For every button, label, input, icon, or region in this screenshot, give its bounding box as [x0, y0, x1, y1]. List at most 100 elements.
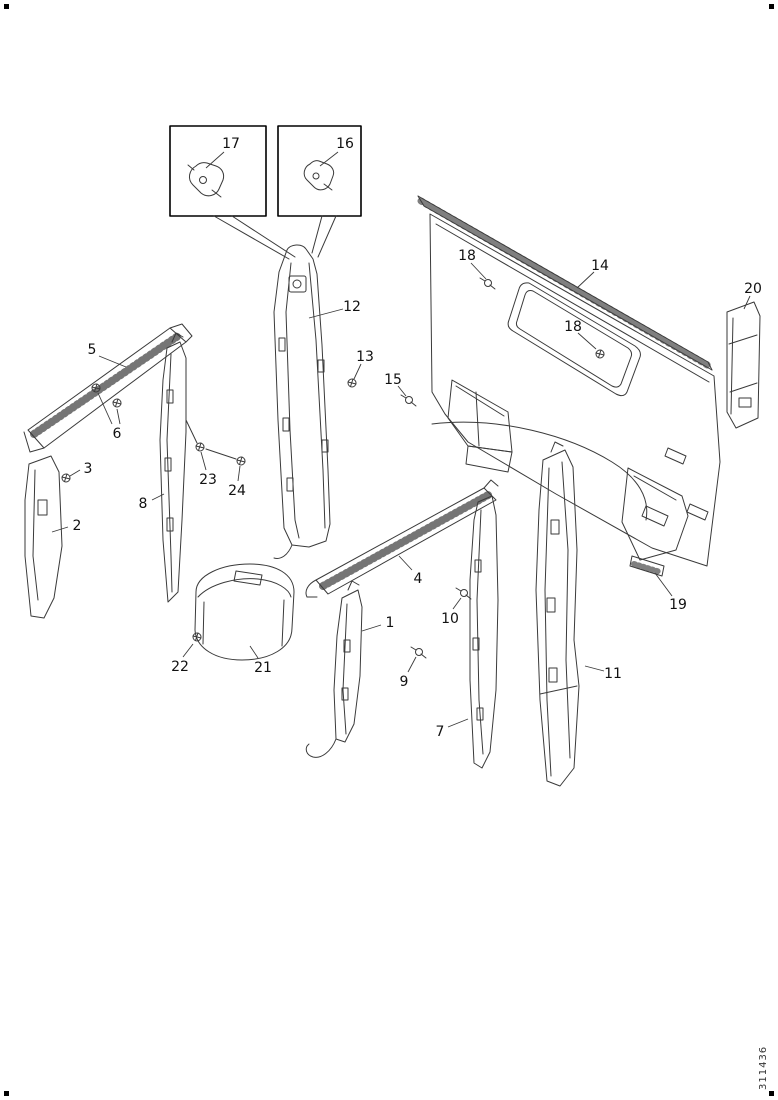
- slot: [474, 559, 482, 573]
- inner-line: [435, 223, 710, 383]
- callout-label-16: 16: [336, 136, 354, 152]
- crop-mark: [4, 1091, 9, 1096]
- callout-leader-6: [97, 392, 113, 425]
- top-tab: [347, 580, 360, 591]
- outline: [429, 213, 721, 567]
- callout-leader-10: [452, 597, 462, 610]
- callout-leader-16: [319, 151, 339, 167]
- crop-mark: [769, 1091, 774, 1096]
- callout-leader-22: [182, 643, 194, 658]
- slot: [548, 667, 558, 683]
- callout-leader-23: [200, 451, 207, 471]
- callout-label-2: 2: [73, 518, 82, 534]
- top-rail-ends: [417, 195, 713, 371]
- callout-leader-13: [353, 363, 362, 380]
- crop-mark: [4, 4, 9, 9]
- clip-mount: [288, 275, 307, 293]
- top-tab: [171, 332, 184, 343]
- callout-leader-9: [407, 656, 417, 673]
- slot: [738, 397, 752, 408]
- part-12-pillar-trim: [273, 244, 331, 559]
- part-1-pillar-trim: [305, 580, 363, 758]
- end-details: [305, 479, 499, 598]
- callout-leader-18: [577, 332, 597, 350]
- callout-leader-6: [116, 408, 121, 425]
- outline: [333, 589, 363, 743]
- callout-label-19: 19: [669, 597, 687, 613]
- callout-label-3: 3: [84, 461, 93, 477]
- seam-line: [539, 685, 578, 695]
- clip-icon: [400, 394, 417, 407]
- callout-label-22: 22: [171, 659, 189, 675]
- callout-label-10: 10: [441, 611, 459, 627]
- slot: [476, 707, 484, 721]
- slot: [341, 687, 349, 701]
- callout-leader-1: [361, 624, 382, 632]
- fastener-18: [595, 349, 605, 359]
- callout-label-21: 21: [254, 660, 272, 676]
- inner-line: [285, 262, 300, 539]
- callout-leader-14: [576, 271, 595, 289]
- callout-label-5: 5: [88, 342, 97, 358]
- part-13-clip: [347, 378, 357, 388]
- edge-slots: [664, 447, 709, 521]
- callout-leader-7: [447, 718, 469, 728]
- slot: [282, 417, 290, 432]
- screw-icon: [61, 473, 71, 483]
- part-21-console-box: [194, 563, 295, 661]
- top-face-line: [197, 578, 292, 598]
- callout-label-15: 15: [384, 372, 402, 388]
- clip-mount-hole: [292, 279, 302, 289]
- callout-label-6: 6: [113, 426, 122, 442]
- screw-icon: [195, 442, 205, 452]
- part-11-pillar-trim: [535, 441, 580, 787]
- slot: [317, 359, 325, 373]
- part-4-sill-trim: [305, 479, 499, 598]
- inner-line: [476, 509, 484, 755]
- callout-leader-20: [743, 295, 751, 310]
- clip-17-tail: [187, 164, 222, 198]
- clip-17-drawing: [188, 162, 225, 197]
- callout-label-11: 11: [604, 666, 622, 682]
- part-15-clip: [400, 394, 417, 407]
- clip-17-hole: [199, 176, 207, 184]
- callout-leader-15: [397, 385, 407, 397]
- callout-leader-11: [584, 665, 605, 672]
- outline: [469, 495, 499, 769]
- assembly-line: [185, 419, 237, 460]
- part-2-a-pillar-lower-trim: [24, 455, 63, 619]
- callout-leader-8: [151, 493, 165, 501]
- outline: [194, 563, 295, 661]
- inner-line: [32, 469, 39, 601]
- callout-leader-19: [654, 572, 673, 597]
- callout-leader-18: [470, 262, 487, 280]
- part-5-roof-rail-trim: [23, 323, 193, 453]
- callout-label-24: 24: [228, 483, 246, 499]
- clip-icon: [455, 587, 472, 600]
- bracket-19-detail: [633, 475, 677, 527]
- slot: [472, 637, 480, 651]
- clip-16-tail: [323, 183, 333, 191]
- outline: [535, 449, 580, 787]
- callout-label-4: 4: [414, 571, 423, 587]
- part-10-clip: [455, 587, 472, 600]
- inner-line: [342, 603, 348, 735]
- outline: [159, 341, 187, 603]
- part-8-b-pillar-trim: [159, 332, 187, 603]
- hatching: [319, 490, 494, 590]
- callout-label-17: 17: [222, 136, 240, 152]
- callout-label-1: 1: [386, 615, 395, 631]
- slot: [321, 439, 329, 453]
- inner-line: [166, 353, 173, 593]
- window-opening-inner: [515, 290, 633, 388]
- part-23-24-screws: [185, 419, 246, 466]
- clip-16-hole: [312, 172, 320, 180]
- hatching: [30, 332, 182, 438]
- callout-label-18: 18: [564, 319, 582, 335]
- panel-contour: [431, 421, 648, 521]
- slot: [164, 457, 172, 472]
- callout-label-7: 7: [436, 724, 445, 740]
- bracket-19-hatching: [631, 561, 663, 575]
- inner-line: [544, 467, 552, 777]
